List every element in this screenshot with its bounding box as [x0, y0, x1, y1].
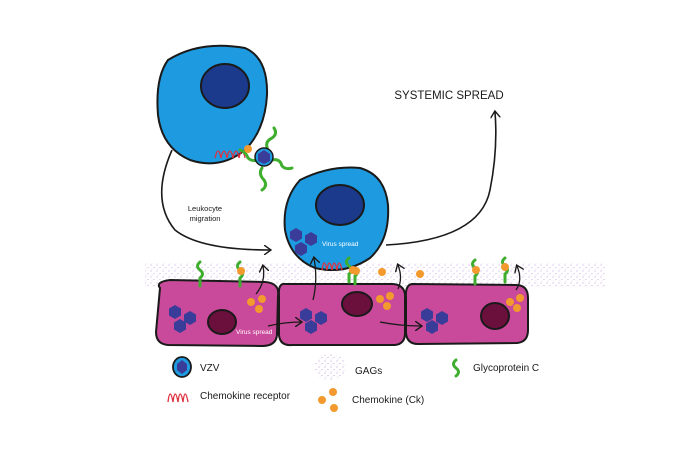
epithelial-cell-2	[277, 282, 407, 347]
chemokine-release-arrows	[255, 265, 520, 295]
legend-item-glycoprotein: Glycoprotein C	[452, 358, 539, 378]
epithelial-nucleus	[207, 309, 237, 335]
leukocyte-migration-label-2: migration	[190, 214, 221, 223]
leukocyte-nucleus	[200, 63, 250, 109]
virus-spread-to-leukocyte-arrow	[313, 258, 316, 301]
virus-spread-arrow-1	[267, 322, 301, 326]
leukocyte-infected	[156, 44, 269, 165]
legend-item-gags: GAGs	[314, 354, 382, 380]
leukocyte-nucleus	[315, 184, 365, 226]
svg-text:Chemokine receptor: Chemokine receptor	[200, 391, 291, 402]
epithelial-cell-3	[404, 282, 529, 346]
virus-spread-arrow-2	[379, 322, 421, 326]
leukocyte-migration-arrow	[160, 149, 270, 250]
legend-item-vzv: VZV	[172, 356, 220, 378]
virus-spread-label-leukocyte: Virus spread	[322, 241, 359, 248]
leukocyte-migrated	[283, 166, 390, 284]
legend-item-receptor: Chemokine receptor	[167, 391, 291, 403]
virus-spread-label-epithelial: Virus spread	[236, 329, 273, 336]
leukocyte-migration-label: Leukocyte	[188, 204, 222, 213]
epithelial-cell-1	[154, 278, 280, 348]
systemic-spread-title: SYSTEMIC SPREAD	[394, 90, 503, 102]
svg-text:Chemokine (Ck): Chemokine (Ck)	[352, 395, 424, 406]
vzv-virion	[238, 126, 294, 192]
chemokine-receptor	[214, 150, 246, 159]
legend: VZV GAGs Glycoprotein C Chemokine recept…	[167, 354, 539, 412]
legend-item-chemokine: Chemokine (Ck)	[318, 388, 424, 412]
epithelial-nucleus	[480, 302, 510, 330]
systemic-spread-arrow	[385, 112, 496, 246]
chemokine-receptor	[321, 262, 343, 271]
epithelial-nucleus	[341, 291, 373, 317]
svg-text:GAGs: GAGs	[355, 366, 382, 377]
svg-text:VZV: VZV	[200, 363, 220, 374]
svg-text:Glycoprotein C: Glycoprotein C	[473, 363, 539, 374]
